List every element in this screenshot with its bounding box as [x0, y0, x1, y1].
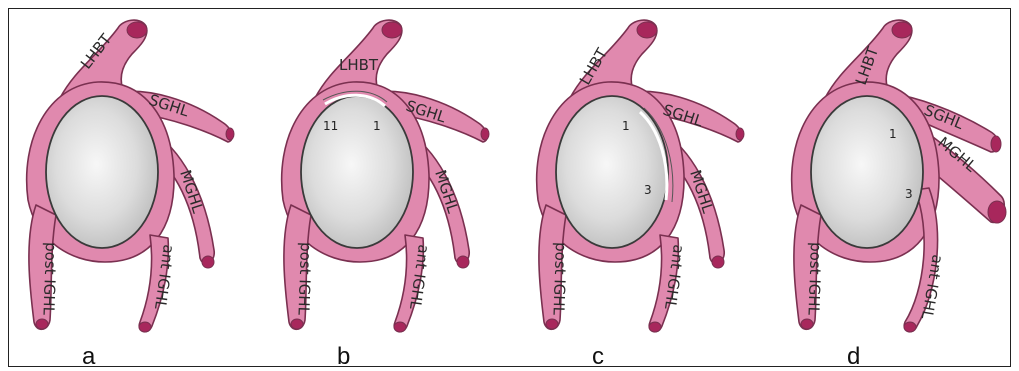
mghl-tip [457, 256, 469, 268]
label-mghl: MGHL [431, 168, 462, 216]
clock-marker-1: 1 [622, 119, 630, 133]
sghl-tip [736, 128, 744, 140]
panel-letter: c [592, 343, 604, 370]
glenoid [46, 96, 158, 248]
panel-b: LHBT SGHL MGHL ant IGHL post IGHL 11 1 b [282, 20, 489, 370]
glenoid [811, 96, 923, 248]
clock-marker-1: 1 [889, 127, 897, 141]
post-ighl-tip [546, 319, 558, 329]
panel-letter: a [82, 343, 96, 370]
sghl-tip [226, 128, 234, 140]
label-post-ighl: post IGHL [549, 242, 570, 316]
ant-ighl-tip [394, 322, 406, 332]
ant-ighl-tip [139, 322, 151, 332]
sghl-tip [481, 128, 489, 140]
clock-marker-1: 1 [373, 119, 381, 133]
post-ighl-tip [36, 319, 48, 329]
label-mghl: MGHL [176, 168, 207, 216]
label-mghl: MGHL [686, 168, 717, 216]
post-ighl-tip [291, 319, 303, 329]
clock-marker-3: 3 [644, 183, 652, 197]
glenoid [556, 96, 668, 248]
clock-marker-3: 3 [905, 187, 913, 201]
panel-c: LHBT SGHL MGHL ant IGHL post IGHL 1 3 c [537, 20, 744, 370]
lhbt-tip [892, 22, 912, 38]
ant-ighl-tip [904, 322, 916, 332]
label-post-ighl: post IGHL [39, 242, 60, 316]
lhbt-tip [637, 22, 657, 38]
mghl-tip [988, 201, 1006, 223]
panel-a: LHBT SGHL MGHL ant IGHL post IGHL a [27, 20, 234, 370]
clock-marker-11: 11 [323, 119, 338, 133]
label-post-ighl: post IGHL [294, 242, 315, 316]
glenoid [301, 96, 413, 248]
panel-d: LHBT SGHL MGHL ant IGHL post IGHL 1 3 d [792, 20, 1006, 370]
sghl-tip [991, 136, 1001, 152]
mghl-tip [202, 256, 214, 268]
label-lhbt: LHBT [339, 56, 379, 74]
ant-ighl-tip [649, 322, 661, 332]
panel-letter: b [337, 343, 350, 370]
post-ighl-tip [801, 319, 813, 329]
lhbt-tip [382, 22, 402, 38]
label-post-ighl: post IGHL [804, 242, 825, 316]
lhbt-tip [127, 22, 147, 38]
panel-letter: d [847, 343, 860, 370]
mghl-tip [712, 256, 724, 268]
